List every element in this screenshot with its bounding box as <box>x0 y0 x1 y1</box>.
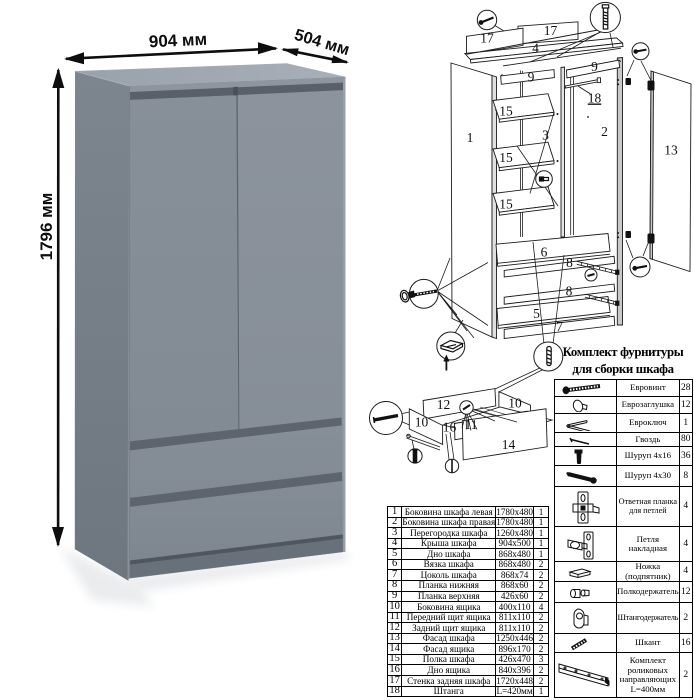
svg-text:15: 15 <box>499 104 513 119</box>
svg-text:10: 10 <box>508 396 522 411</box>
svg-text:13: 13 <box>664 143 678 158</box>
svg-text:1796 мм: 1796 мм <box>37 193 56 261</box>
svg-text:8: 8 <box>566 255 573 270</box>
svg-text:11: 11 <box>465 417 478 432</box>
svg-text:904 мм: 904 мм <box>148 30 207 52</box>
svg-text:14: 14 <box>502 437 516 452</box>
svg-text:6: 6 <box>541 245 548 260</box>
svg-text:1: 1 <box>467 130 474 145</box>
svg-text:16: 16 <box>443 420 457 435</box>
svg-text:15: 15 <box>499 197 513 212</box>
svg-text:17: 17 <box>480 31 494 46</box>
svg-text:18: 18 <box>588 91 602 106</box>
svg-text:4: 4 <box>532 41 539 56</box>
svg-text:10: 10 <box>415 415 429 430</box>
svg-text:9: 9 <box>591 59 598 74</box>
svg-text:2: 2 <box>601 124 608 139</box>
svg-text:7: 7 <box>556 319 563 334</box>
svg-text:8: 8 <box>566 284 573 299</box>
svg-text:5: 5 <box>533 306 540 321</box>
svg-text:3: 3 <box>542 128 549 143</box>
svg-text:12: 12 <box>437 397 451 412</box>
svg-text:17: 17 <box>544 23 558 38</box>
svg-text:9: 9 <box>528 70 535 85</box>
svg-text:15: 15 <box>499 150 513 165</box>
